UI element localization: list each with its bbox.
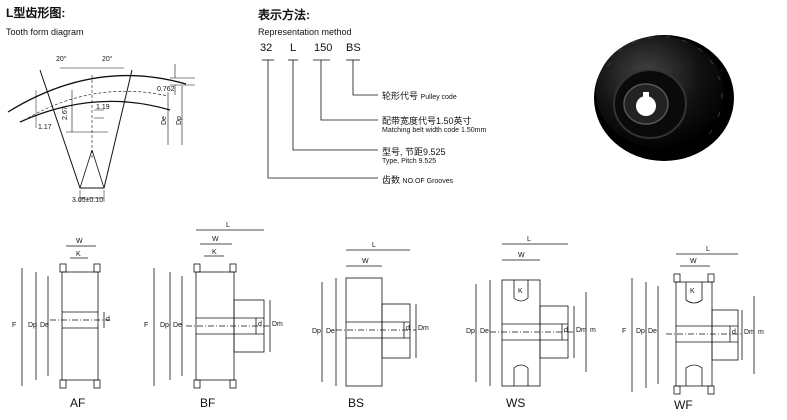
tooth-form-title-en: Tooth form diagram	[6, 27, 84, 37]
ws-k-label: K	[518, 288, 523, 295]
wf-dp-label: Dp	[636, 328, 645, 335]
bf-de-label: De	[173, 322, 182, 329]
belt-width-label-en: Matching belt width code 1.50mm	[382, 127, 487, 134]
wf-f-label: F	[622, 328, 627, 335]
type-pitch-label-cn: 型号, 节距9.525	[382, 147, 446, 157]
code-part-width: 150	[314, 42, 333, 54]
representation-title-cn: 表示方法:	[258, 8, 310, 22]
belt-width-label-cn: 配带宽度代号1.50英寸	[382, 116, 472, 126]
ws-m-label: m	[590, 327, 596, 334]
ws-l-label: L	[527, 236, 531, 243]
pulley-code-label: 轮形代号 Pulley code	[382, 91, 457, 101]
bs-w-label: W	[362, 258, 369, 265]
ws-d-label: d	[564, 327, 568, 334]
type-bs-name: BS	[348, 396, 365, 410]
bf-f-label: F	[144, 322, 149, 329]
tooth-form-title-cn: L型齿形图:	[6, 6, 66, 20]
code-part-pulley: BS	[346, 42, 361, 54]
code-part-grooves: 32	[260, 42, 273, 54]
code-part-type: L	[290, 42, 297, 54]
angle-right-label: 20°	[102, 56, 113, 63]
representation-title-en: Representation method	[258, 27, 352, 37]
bs-de-label: De	[326, 328, 335, 335]
ws-w-label: W	[518, 252, 525, 259]
ws-dm-label: Dm	[576, 327, 587, 334]
af-de-label: De	[40, 322, 49, 329]
bf-k-label: K	[212, 249, 217, 256]
bs-dp-label: Dp	[312, 328, 321, 335]
wf-de-label: De	[648, 328, 657, 335]
grooves-label: 齿数 NO.OF Grooves	[382, 175, 454, 185]
bf-l-label: L	[226, 222, 230, 229]
wf-m-label: m	[758, 329, 764, 336]
ws-de-label: De	[480, 328, 489, 335]
dp-label: Dp	[176, 116, 183, 125]
type-ws-name: WS	[506, 396, 526, 410]
af-f-label: F	[12, 322, 17, 329]
type-bf-name: BF	[200, 396, 216, 410]
af-k-label: K	[76, 251, 81, 258]
tip-radius-label: 1.17	[38, 124, 52, 131]
bs-d-label: d	[406, 325, 410, 332]
wf-d-label: d	[732, 329, 736, 336]
wf-l-label: L	[706, 246, 710, 253]
depth-top-label: 0.762	[157, 86, 175, 93]
af-d-label: d	[106, 316, 110, 323]
bf-w-label: W	[212, 236, 219, 243]
de-label: De	[161, 116, 168, 125]
base-width-label: 3.05±0.10	[72, 197, 104, 204]
root-radius-label: 1.19	[96, 104, 110, 111]
bs-dm-label: Dm	[418, 325, 429, 332]
bs-l-label: L	[372, 242, 376, 249]
wf-dm-label: Dm	[744, 329, 755, 336]
angle-left-label: 20°	[56, 56, 67, 63]
type-af-name: AF	[70, 396, 86, 410]
bf-dm-label: Dm	[272, 321, 283, 328]
bf-dp-label: Dp	[160, 322, 169, 329]
type-wf-name: WF	[674, 398, 693, 412]
tooth-height-label: 2.67	[62, 106, 69, 120]
wf-w-label: W	[690, 258, 697, 265]
bf-d-label: d	[258, 321, 262, 328]
af-dp-label: Dp	[28, 322, 37, 329]
af-w-label: W	[76, 238, 83, 245]
wf-k-label: K	[690, 288, 695, 295]
ws-dp-label: Dp	[466, 328, 475, 335]
type-pitch-label-en: Type, Pitch 9.525	[382, 158, 437, 165]
